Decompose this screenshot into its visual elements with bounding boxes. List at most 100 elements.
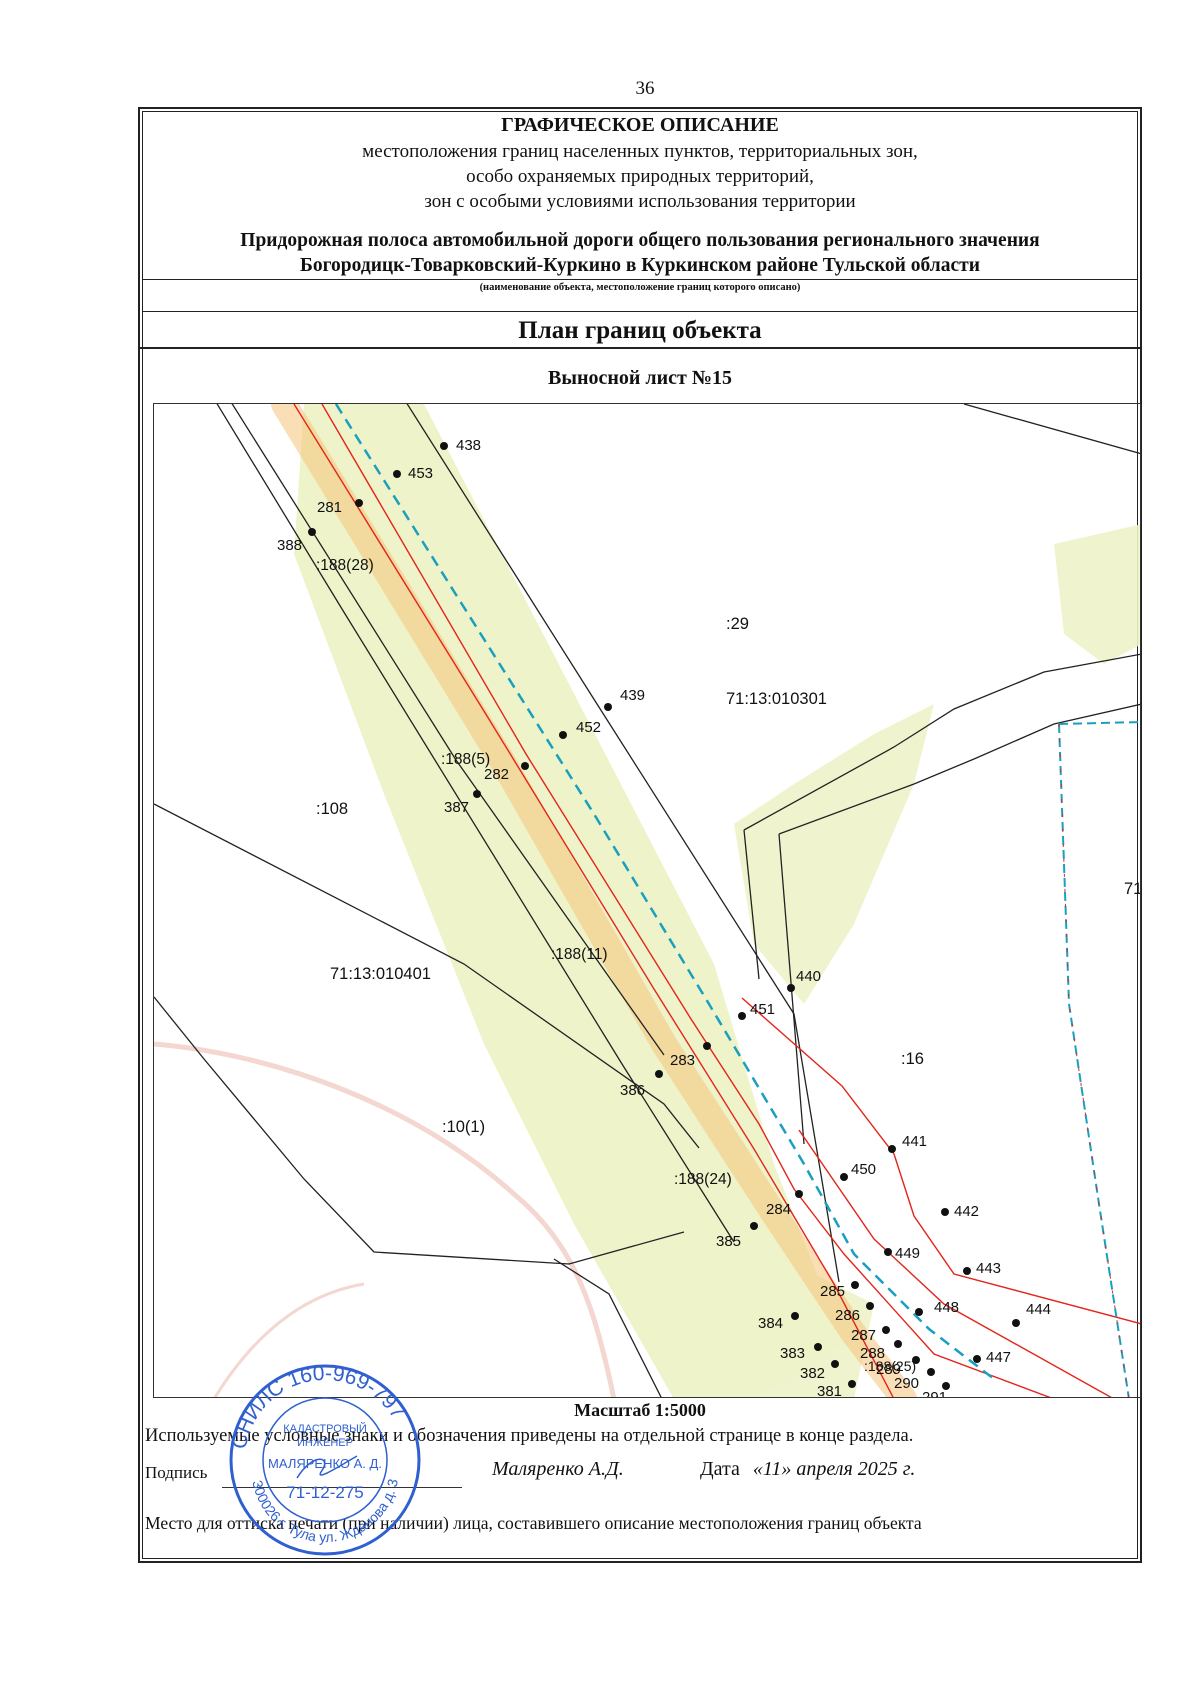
point-283-label: 283 (670, 1052, 695, 1069)
contour-label-188-24: :188(24) (674, 1171, 732, 1188)
boundary-points (308, 442, 1020, 1390)
point-284-marker (795, 1190, 803, 1198)
point-291-marker (942, 1382, 950, 1390)
page-number: 36 (635, 78, 655, 99)
point-381-label: 381 (817, 1383, 842, 1398)
point-453-marker (393, 470, 401, 478)
point-449-marker (884, 1248, 892, 1256)
point-382-label: 382 (800, 1365, 825, 1382)
parcel-label-10-1: :10(1) (442, 1118, 485, 1136)
point-388-marker (308, 528, 316, 536)
point-453-label: 453 (408, 465, 433, 482)
point-449-label: 449 (895, 1245, 920, 1262)
point-383-marker (814, 1343, 822, 1351)
point-285-label: 285 (820, 1283, 845, 1300)
point-286-label: 286 (835, 1307, 860, 1324)
subtitle-line-1: местоположения границ населенных пунктов… (362, 141, 918, 162)
parcel-line-10-1 (154, 996, 685, 1265)
parcel-label-block-010301: 71:13:010301 (726, 690, 827, 708)
point-291-label: 291 (922, 1389, 947, 1398)
point-385-label: 385 (716, 1233, 741, 1250)
boundary-outer-east (798, 1129, 1112, 1397)
point-441-label: 441 (902, 1133, 927, 1150)
point-282-marker (521, 762, 529, 770)
parcel-label-16: :16 (901, 1050, 924, 1068)
point-289-label: 289 (876, 1361, 901, 1378)
point-447-marker (973, 1355, 981, 1363)
point-286-marker (866, 1302, 874, 1310)
point-438-label: 438 (456, 437, 481, 454)
map-area: 438 453 281 388 439 452 282 387 440 451 … (153, 403, 1141, 1398)
point-285-marker (851, 1281, 859, 1289)
contour-label-188-28: :188(28) (316, 557, 374, 574)
parcel-label-71: 71 (1124, 880, 1141, 898)
point-439-label: 439 (620, 687, 645, 704)
point-381-marker (848, 1380, 856, 1388)
parcel-line-438-449 (406, 404, 840, 1283)
point-386-label: 386 (620, 1082, 645, 1099)
faint-road (154, 1041, 617, 1397)
parcel-line-29-b (743, 653, 1140, 831)
point-387-label: 387 (444, 799, 469, 816)
seal-reg-number: 71-12-275 (286, 1483, 364, 1502)
parcel-label-29: :29 (726, 615, 749, 633)
seal-outer-ring (229, 1364, 421, 1556)
point-440-marker (787, 984, 795, 992)
zone-boundary-east (1058, 721, 1140, 725)
point-452-marker (559, 731, 567, 739)
object-name-line-1: Придорожная полоса автомобильной дороги … (240, 230, 1040, 251)
seal-inner-ring (262, 1397, 388, 1523)
point-448-marker (915, 1308, 923, 1316)
point-439-marker (604, 703, 612, 711)
object-name-line-2: Богородицк-Товарковский-Куркино в Куркин… (300, 255, 980, 276)
parcel-boundaries (154, 404, 1140, 1397)
point-281-label: 281 (317, 499, 342, 516)
point-284-label: 284 (766, 1201, 791, 1218)
point-444-marker (1012, 1319, 1020, 1327)
point-281-marker (355, 499, 363, 507)
signer-name: Маляренко А.Д. (492, 1458, 624, 1480)
sheet-title: Выносной лист №15 (548, 367, 732, 389)
subtitle-line-2: особо охраняемых природных территорий, (466, 166, 814, 187)
point-385-marker (750, 1222, 758, 1230)
road-axis (334, 404, 995, 1380)
point-287-marker (882, 1326, 890, 1334)
point-447-label: 447 (986, 1349, 1011, 1366)
zone-boundary-red (1058, 723, 1130, 1397)
boundary-far-east (741, 997, 1140, 1325)
point-443-label: 443 (976, 1260, 1001, 1277)
contour-label-188-25: :188(25) (864, 1358, 916, 1374)
document-frame-inner (142, 111, 1138, 1559)
vegetation-patch (734, 704, 934, 1004)
point-450-label: 450 (851, 1161, 876, 1178)
stamp-place-note: Место для оттиска печати (при наличии) л… (145, 1513, 922, 1533)
signature-label: Подпись (145, 1463, 208, 1482)
signature-line (222, 1487, 462, 1488)
contour-label-188-11: :188(11) (551, 946, 608, 963)
point-442-marker (941, 1208, 949, 1216)
subtitle-line-3: зон с особыми условиями использования те… (424, 191, 856, 212)
document-title: ГРАФИЧЕСКОЕ ОПИСАНИЕ (501, 114, 779, 136)
point-450-marker (840, 1173, 848, 1181)
point-288-label: 288 (860, 1345, 885, 1362)
faint-road (213, 1282, 365, 1397)
parcel-line-388-385 (216, 404, 735, 1243)
point-383-label: 383 (780, 1345, 805, 1362)
point-290-label: 290 (894, 1375, 919, 1392)
point-451-label: 451 (750, 1001, 775, 1018)
point-287-label: 287 (851, 1327, 876, 1344)
signature-scribble (296, 1455, 358, 1479)
date-block: Дата «11» апреля 2025 г. (700, 1458, 915, 1481)
contour-label-188-5: :188(5) (441, 751, 490, 768)
point-288-marker (894, 1340, 902, 1348)
point-290-marker (927, 1368, 935, 1376)
point-387-marker (473, 790, 481, 798)
point-384-label: 384 (758, 1315, 783, 1332)
date-value: «11» апреля 2025 г. (752, 1458, 916, 1480)
object-boundary (293, 404, 1140, 1397)
boundary-east (321, 404, 1051, 1397)
boundary-inner-west (293, 404, 894, 1397)
seal-role-line-1: КАДАСТРОВЫЙ (283, 1422, 367, 1435)
header-divider (142, 311, 1138, 312)
parcel-label-block-010401: 71:13:010401 (330, 965, 431, 983)
